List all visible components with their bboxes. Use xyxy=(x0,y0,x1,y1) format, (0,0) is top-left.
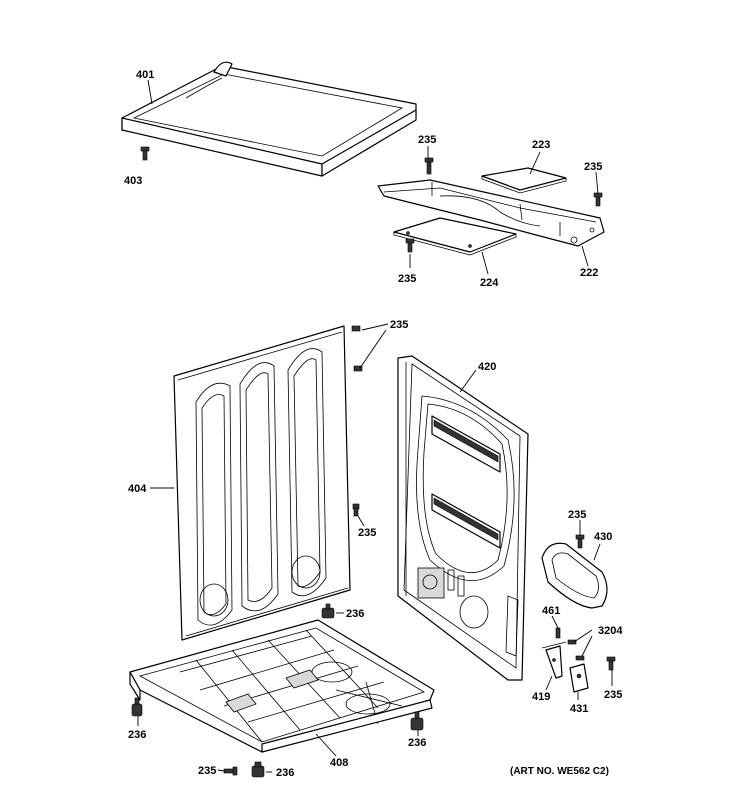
label-235-top-right: 235 xyxy=(584,161,602,173)
label-236-right: 236 xyxy=(408,737,426,749)
label-3204: 3204 xyxy=(598,625,623,637)
screw-461 xyxy=(555,627,561,639)
label-408: 408 xyxy=(330,757,348,769)
label-404: 404 xyxy=(128,483,147,495)
screw-235-under-224 xyxy=(405,238,415,253)
screw-235-430 xyxy=(575,534,585,549)
label-235-under-224: 235 xyxy=(398,273,416,285)
plate-224 xyxy=(393,217,517,256)
label-419: 419 xyxy=(532,691,550,703)
bracket-431 xyxy=(569,663,589,693)
label-223: 223 xyxy=(532,139,550,151)
part-labels: 401 403 235 223 235 235 224 222 235 420 … xyxy=(124,69,623,779)
label-236-left: 236 xyxy=(128,729,146,741)
screw-235-top-right xyxy=(593,192,603,207)
label-236-center: 236 xyxy=(346,608,364,620)
label-236-bottom: 236 xyxy=(276,767,294,779)
label-235-bottom: 235 xyxy=(198,765,216,777)
top-panel-401 xyxy=(121,61,417,177)
label-401: 401 xyxy=(136,69,154,81)
label-431: 431 xyxy=(570,703,588,715)
screw-235-mid xyxy=(352,503,360,517)
screw-403 xyxy=(140,146,150,161)
label-235-430: 235 xyxy=(568,509,586,521)
screw-235-bottom xyxy=(223,766,238,776)
label-403: 403 xyxy=(124,175,142,187)
label-235-mid: 235 xyxy=(358,527,376,539)
base-408 xyxy=(129,619,435,753)
screws-3204 xyxy=(567,639,585,661)
label-461: 461 xyxy=(542,605,560,617)
bracket-222 xyxy=(377,179,605,247)
label-235-screws-top: 235 xyxy=(390,319,408,331)
label-420: 420 xyxy=(478,361,496,373)
label-224: 224 xyxy=(480,277,499,289)
rear-panel-404 xyxy=(173,325,351,641)
label-222: 222 xyxy=(580,267,598,279)
foot-236-center xyxy=(321,603,335,619)
bracket-419 xyxy=(541,641,567,679)
screw-235-431 xyxy=(606,656,616,671)
plate-223 xyxy=(481,167,567,194)
leader-lines xyxy=(137,79,613,773)
label-430: 430 xyxy=(594,531,612,543)
foot-236-left xyxy=(131,697,143,717)
foot-236-right xyxy=(410,711,424,731)
screws-235-pair xyxy=(351,325,363,372)
screw-235-top-left xyxy=(424,157,434,175)
label-235-431: 235 xyxy=(604,689,622,701)
art-number: (ART NO. WE562 C2) xyxy=(510,766,609,777)
label-235-top-left: 235 xyxy=(418,134,436,146)
foot-236-bottom xyxy=(251,761,265,778)
front-frame-420 xyxy=(397,355,529,681)
duct-cover-430 xyxy=(541,542,608,609)
